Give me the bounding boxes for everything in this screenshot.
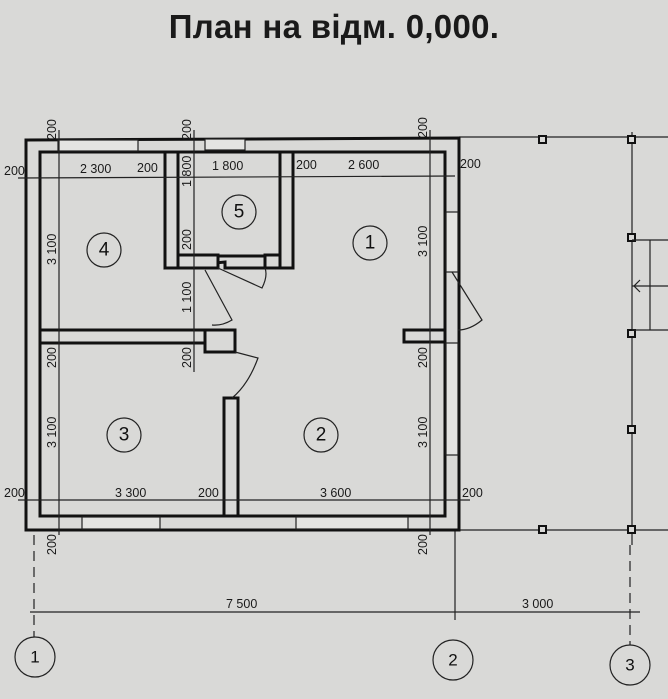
door [451,271,483,331]
axis-marker-2: 2 [432,639,474,681]
svg-text:5: 5 [234,202,245,223]
dimension-lines [17,130,640,645]
stairs [632,239,668,331]
svg-text:3: 3 [625,656,634,675]
dim-label: 200 [198,486,219,500]
svg-text:1: 1 [365,233,376,254]
dim-label: 200 [45,534,59,555]
terrace [454,132,668,620]
window [204,138,246,151]
dim-label: 2 600 [348,158,379,172]
dim-label: 1 100 [180,282,194,313]
dim-label: 200 [416,534,430,555]
dim-label: 200 [4,486,25,500]
room-label-2: 2 [303,417,339,453]
door [204,269,233,326]
window [445,211,459,273]
door [231,351,259,399]
dim-label: 200 [45,119,59,140]
dim-label: 3 100 [416,417,430,448]
window [445,342,459,456]
window [57,139,139,152]
dim-label: 200 [45,347,59,368]
dim-label: 7 500 [226,597,257,611]
dim-label: 3 000 [522,597,553,611]
dim-label: 200 [180,119,194,140]
svg-text:2: 2 [448,651,457,670]
dim-label: 3 300 [115,486,146,500]
room-label-5: 5 [221,194,257,230]
axis-marker-3: 3 [609,644,651,686]
axis-marker-1: 1 [14,636,56,678]
dim-label: 2 300 [80,162,111,176]
walls [24,136,483,532]
svg-text:2: 2 [316,425,327,446]
room-label-1: 1 [352,225,388,261]
window [81,516,161,530]
svg-text:1: 1 [30,648,39,667]
dim-label: 200 [460,157,481,171]
dim-label: 200 [180,347,194,368]
plan-title: План на відм. 0,000. [168,8,500,45]
dim-label: 200 [416,347,430,368]
svg-text:3: 3 [119,425,130,446]
dim-label: 3 100 [416,226,430,257]
room-label-4: 4 [86,232,122,268]
entry-arrow-icon [633,279,641,293]
dim-label: 3 100 [45,417,59,448]
dim-label: 3 600 [320,486,351,500]
door [217,267,267,289]
dim-label: 200 [296,158,317,172]
room-label-3: 3 [106,417,142,453]
dim-label: 1 800 [212,159,243,173]
dim-label: 200 [180,229,194,250]
dim-label: 200 [416,117,430,138]
svg-text:4: 4 [99,240,110,261]
window [295,516,409,530]
dim-label: 1 800 [180,156,194,187]
dim-label: 200 [137,161,158,175]
dim-label: 200 [4,164,25,178]
dim-label: 200 [462,486,483,500]
dim-label: 3 100 [45,234,59,265]
